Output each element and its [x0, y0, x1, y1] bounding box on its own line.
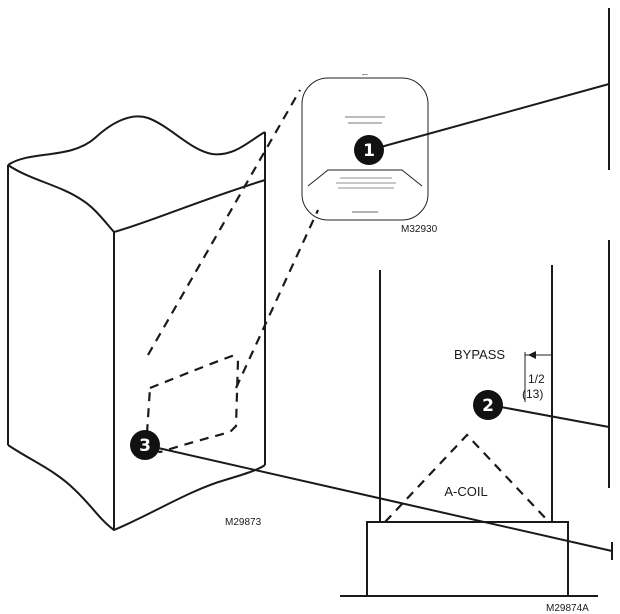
- callout-3-icon: 3: [130, 430, 160, 460]
- projection-line-upper: [147, 89, 301, 356]
- bypass-dimension-mm: (13): [522, 387, 543, 401]
- label-card-outline: [301, 77, 429, 221]
- coil-base-box: [366, 521, 569, 597]
- bypass-arrow-head: [528, 351, 536, 359]
- label-card-arrow-mark: ⟵: [362, 72, 368, 77]
- projection-line-lower: [235, 209, 319, 389]
- bypass-label: BYPASS: [454, 347, 505, 362]
- bypass-dimension-inch: 1/2: [528, 372, 545, 386]
- callout-1-icon: 1: [354, 135, 384, 165]
- label-card-fold-line: [307, 169, 423, 187]
- svg-text:3: 3: [139, 436, 151, 456]
- duct-top-rim: [7, 115, 266, 234]
- callout-2-icon: 2: [473, 390, 503, 420]
- fig-label-right: M29874A: [546, 603, 589, 614]
- leader-line-2: [489, 404, 610, 428]
- svg-text:2: 2: [482, 396, 494, 416]
- a-coil-label: A-COIL: [444, 484, 487, 499]
- duct-opening-outline: [144, 354, 240, 454]
- svg-text:1: 1: [363, 141, 375, 161]
- duct-bottom-edge: [7, 444, 266, 532]
- leader-line-1: [369, 83, 610, 151]
- label-card: ⟵: [301, 72, 429, 221]
- leader-line-3: [144, 444, 613, 552]
- duct: [7, 115, 266, 532]
- a-coil-outline: [384, 433, 550, 523]
- fig-label-left: M29873: [225, 517, 262, 528]
- fig-label-card: M32930: [401, 224, 438, 235]
